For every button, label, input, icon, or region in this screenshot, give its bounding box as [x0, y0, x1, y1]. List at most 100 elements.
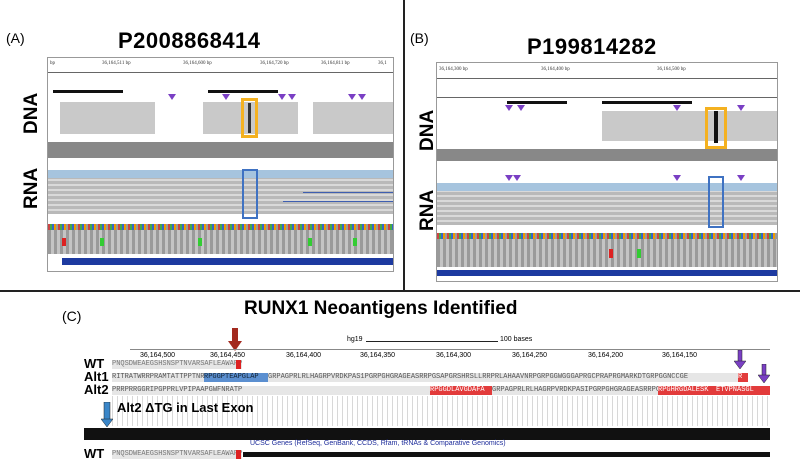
variant-marker-icon	[513, 175, 521, 181]
assembly-label: hg19	[347, 336, 363, 343]
coverage-track	[437, 149, 777, 161]
wt-label: WT	[84, 356, 105, 371]
feature-bar	[507, 101, 567, 104]
panel-a-letter: (A)	[6, 30, 25, 46]
dna-variant-column	[248, 103, 251, 133]
genome-ruler-tick: 36,164,300	[436, 352, 472, 359]
variant-marker-icon	[278, 94, 286, 100]
reference-base-strip	[437, 233, 777, 239]
reference-base-strip	[48, 224, 393, 230]
genome-ruler-tick: 36,164,350	[360, 352, 396, 359]
coverage-track	[48, 142, 393, 158]
ruler-tick: 36,164,500 bp	[657, 67, 686, 72]
dna-read-block	[313, 102, 393, 134]
dna-variant-highlight	[241, 98, 258, 138]
ruler-tick: 36,164,811 bp	[321, 61, 350, 66]
ruler-line	[437, 78, 777, 79]
variant-marker-icon	[358, 94, 366, 100]
rna-variant-highlight	[242, 169, 258, 219]
gene-track-bar	[62, 258, 393, 265]
panel-c-letter: (C)	[62, 308, 82, 324]
variant-marker-icon	[673, 175, 681, 181]
alt2-highlight-red: ETVPNASGL	[716, 386, 770, 395]
feature-bar	[53, 90, 123, 93]
ruler-tick: 36,164,600 bp	[183, 61, 212, 66]
alt2-mid-sequence: GRPAGPRLRLHAGRPVRDKPASIPGRPGHGRAGEASRRPG…	[492, 386, 658, 395]
genome-ruler-tick: 36,164,450	[210, 352, 246, 359]
mutation-mark	[353, 238, 357, 246]
panel-b-title: P199814282	[527, 34, 657, 59]
genome-ruler-tick: 36,164,400	[286, 352, 322, 359]
gene-track-bar	[437, 270, 777, 276]
feature-bar	[208, 90, 278, 93]
panel-divider-horizontal	[0, 290, 800, 292]
feature-bar	[602, 101, 692, 104]
variant-marker-icon	[505, 105, 513, 111]
alt2-highlight-red: RPGGDLAVGDAFA	[430, 386, 492, 395]
scale-bar	[366, 341, 498, 342]
mutation-mark	[100, 238, 104, 246]
genome-ruler-tick: 36,164,200	[588, 352, 624, 359]
blue-arrow-icon	[101, 402, 113, 428]
wt-bottom-stop-mark	[236, 450, 241, 459]
panel-a-rna-label: RNA	[21, 167, 42, 209]
ruler-tick: 36,164,511 bp	[102, 61, 131, 66]
variant-marker-icon	[505, 175, 513, 181]
variant-marker-icon	[288, 94, 296, 100]
variant-marker-icon	[673, 105, 681, 111]
ruler-tick: 36,164,400 bp	[541, 67, 570, 72]
wt-sequence: PNQSDWEAEGSHSNSPTNVARSAFLEAWARPY	[112, 360, 242, 369]
ucsc-track-label: UCSC Genes (RefSeq, GenBank, CCDS, Rfam,…	[250, 440, 506, 447]
rna-junction-band	[48, 170, 393, 178]
sequence-track	[48, 230, 393, 254]
dna-read-block	[60, 102, 155, 134]
variant-marker-icon	[517, 105, 525, 111]
sequence-track	[437, 239, 777, 267]
scale-label: 100 bases	[500, 336, 533, 343]
alt1-sequence: RITRATWRRPRAMTATTPPTNRPPRAME	[112, 373, 204, 382]
genome-ruler-line	[130, 349, 770, 350]
wt-stop-mark	[236, 360, 241, 369]
purple-arrow-icon	[734, 350, 746, 370]
alt2-annotation: Alt2 ΔTG in Last Exon	[117, 400, 254, 415]
alt1-highlight-blue: RPGGPTEAPGLAP	[204, 373, 268, 382]
red-arrow-icon	[228, 328, 242, 351]
alt1-mid-sequence: GRPAGPRLRLHAGRPVRDKPAS1PGRPGHGRAGEASRRPG…	[268, 373, 738, 382]
variant-marker-icon	[737, 175, 745, 181]
wt-bottom-sequence: PNQSDWEAEGSHSNSPTNVARSAFLEAWARPY	[112, 450, 242, 459]
ruler-tick: bp	[50, 61, 55, 66]
mutation-mark	[308, 238, 312, 246]
variant-marker-icon	[168, 94, 176, 100]
ruler-tick: 36,1	[378, 61, 387, 66]
ruler-tick: 36,164,300 bp	[439, 67, 468, 72]
alt2-label: Alt2	[84, 382, 109, 397]
dna-variant-column	[714, 111, 718, 143]
variant-marker-icon	[222, 94, 230, 100]
panel-b-letter: (B)	[410, 30, 429, 46]
panel-b-igv-view: 36,164,300 bp 36,164,400 bp 36,164,500 b…	[436, 62, 778, 282]
dna-variant-highlight	[705, 107, 727, 149]
variant-marker-icon	[737, 105, 745, 111]
alt2-highlight-red: RPGHRGDALESK	[658, 386, 716, 395]
mutation-mark	[198, 238, 202, 246]
ruler-tick: 36,164,720 bp	[260, 61, 289, 66]
panel-divider-vertical	[403, 0, 405, 290]
variant-marker-icon	[348, 94, 356, 100]
purple-arrow-icon	[758, 364, 770, 384]
track-grid	[112, 396, 770, 426]
split-read-line	[283, 201, 393, 202]
wt-bottom-label: WT	[84, 446, 105, 461]
alt1-label: Alt1	[84, 369, 109, 384]
mutation-mark	[62, 238, 66, 246]
panel-c-title: RUNX1 Neoantigens Identified	[244, 298, 518, 319]
rna-read-area	[48, 178, 393, 214]
genome-ruler-tick: 36,164,150	[662, 352, 698, 359]
rna-read-area	[437, 191, 777, 225]
genome-ruler-tick: 36,164,500	[140, 352, 176, 359]
gene-intron-line	[243, 452, 770, 457]
rna-variant-highlight	[708, 176, 724, 228]
ruler-line	[48, 72, 393, 73]
rna-junction-band	[437, 183, 777, 191]
track-divider	[437, 97, 777, 98]
gene-exon-bar	[84, 428, 770, 440]
